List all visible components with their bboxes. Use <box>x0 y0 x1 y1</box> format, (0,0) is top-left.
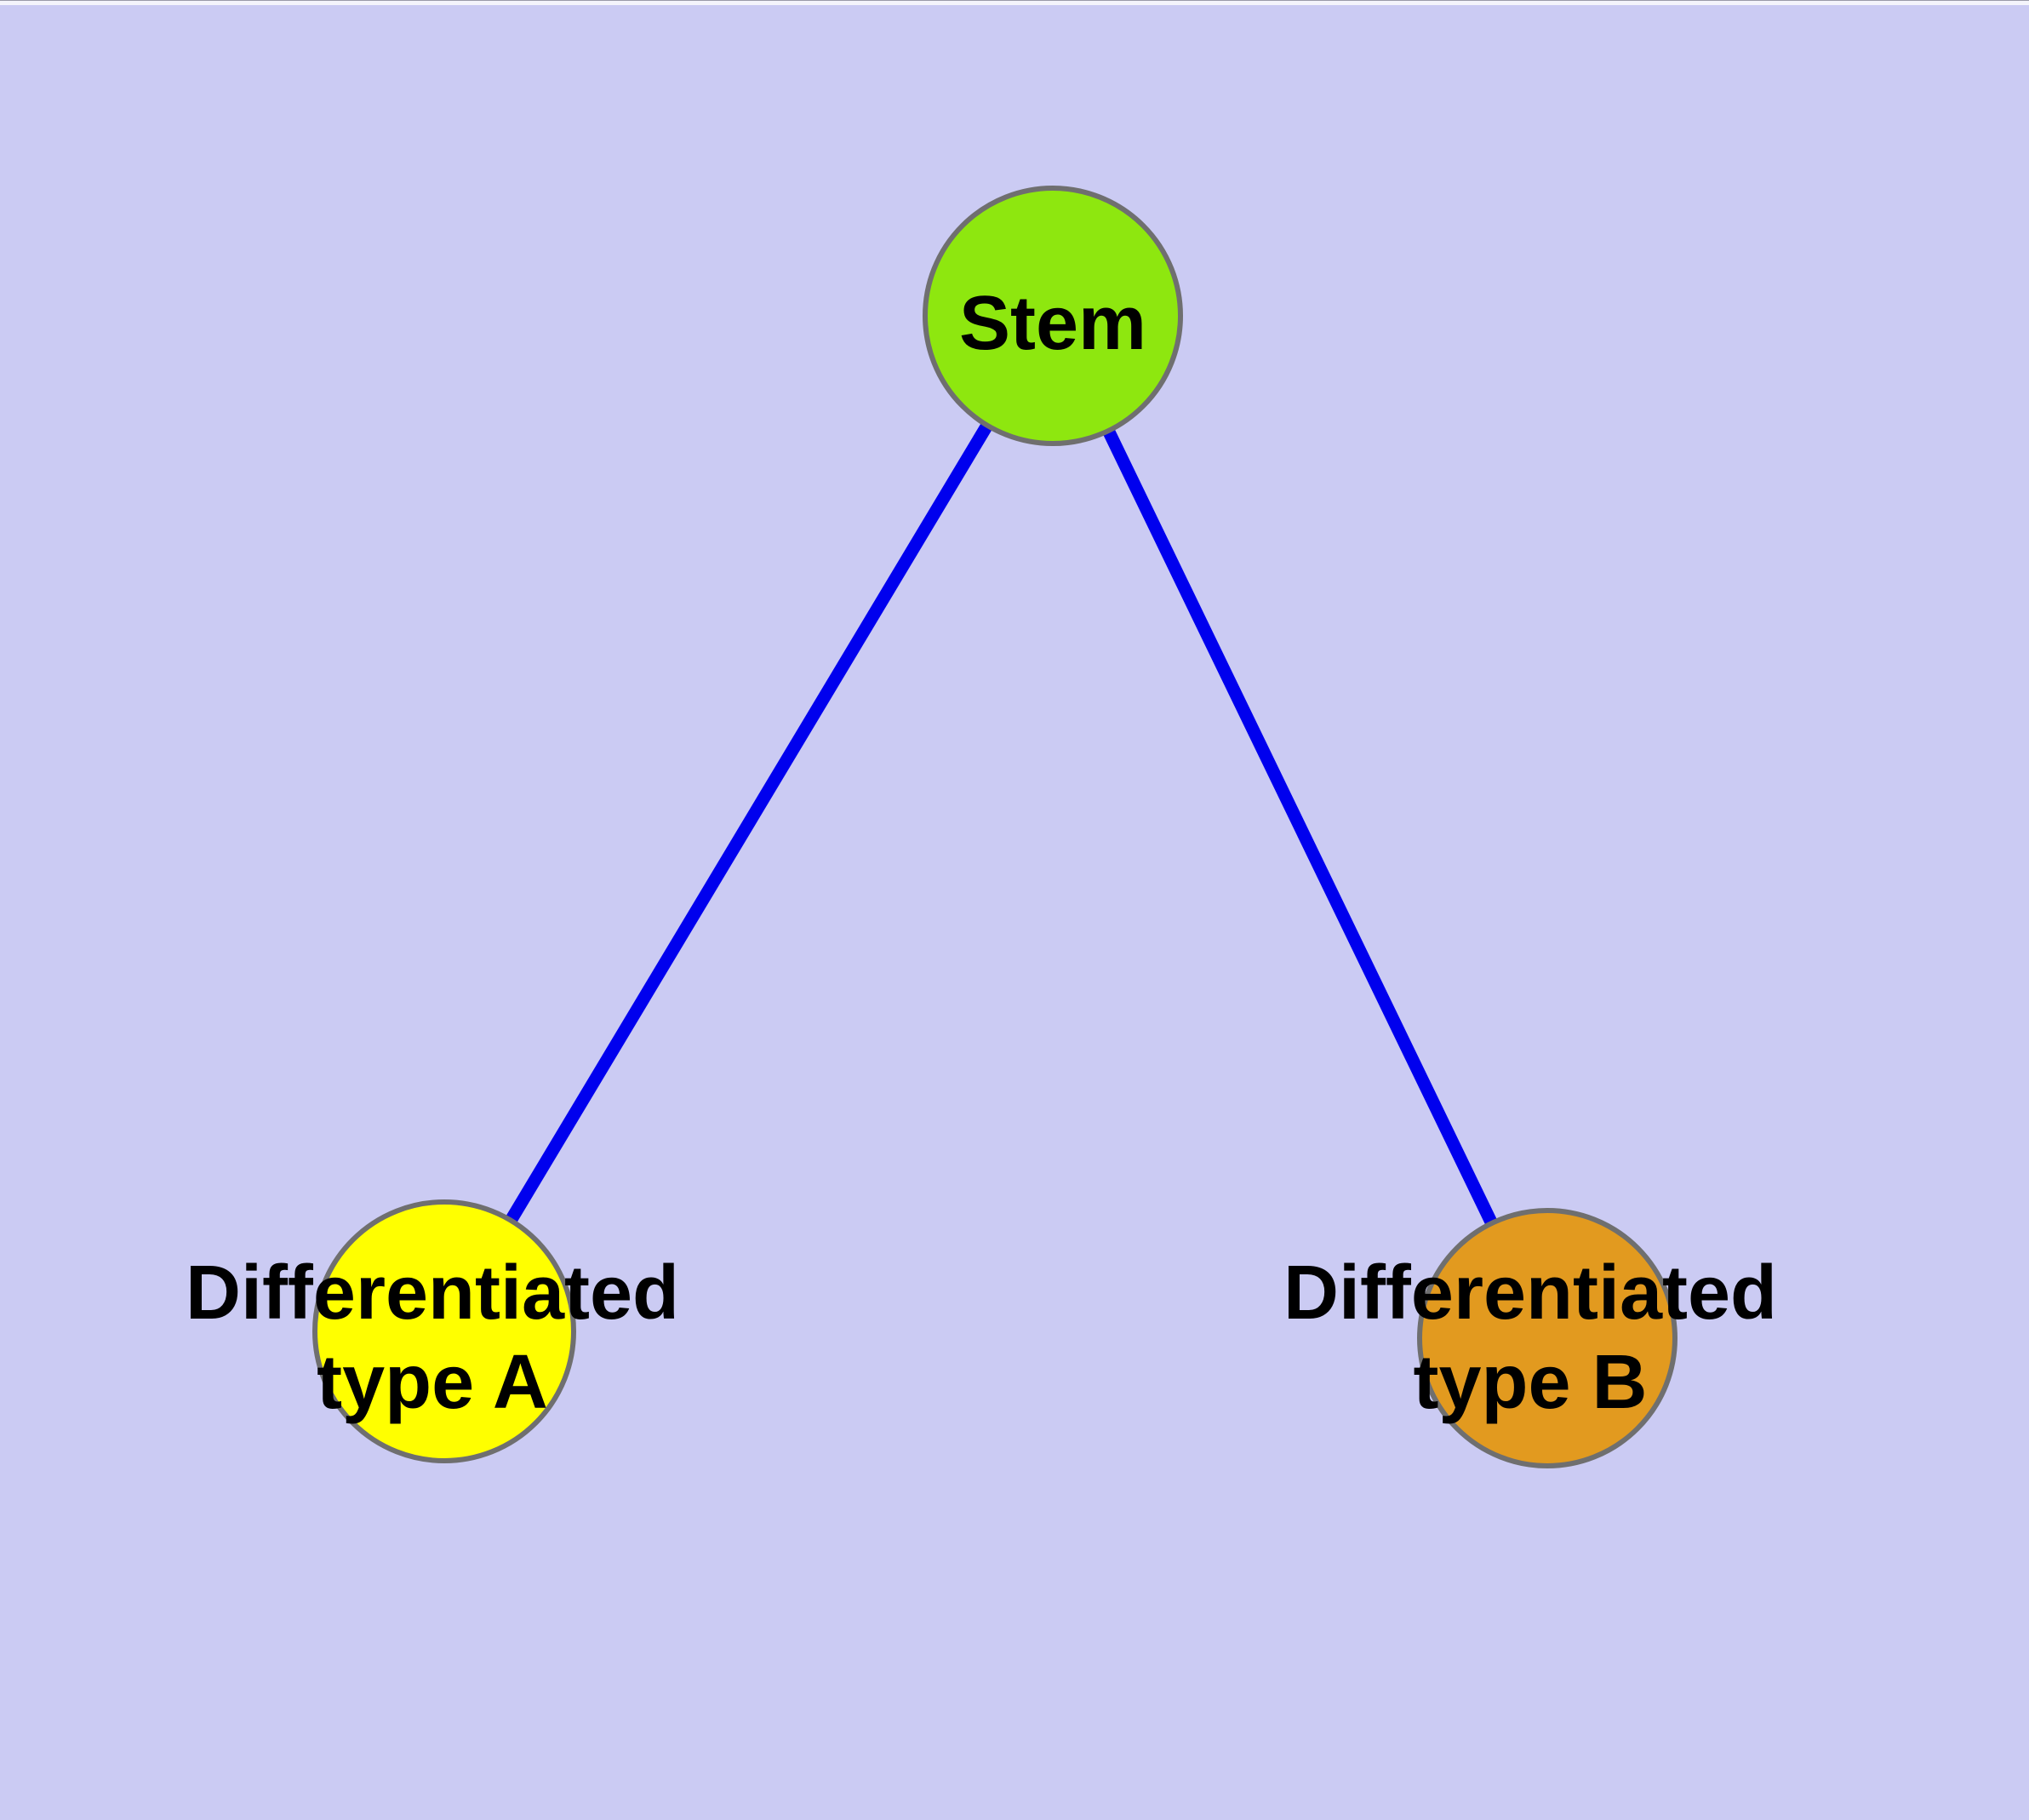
label-type-b-line2: type B <box>1413 1340 1647 1425</box>
window-top-edge <box>0 0 2029 5</box>
edge-stem-to-type-a <box>438 312 1059 1335</box>
label-stem: Stem <box>959 281 1146 366</box>
node-differentiated-type-b <box>1417 1208 1677 1468</box>
label-type-a-line2: type A <box>317 1340 548 1425</box>
node-differentiated-type-a <box>312 1199 576 1463</box>
edge-stem-to-type-b <box>1047 312 1553 1342</box>
label-type-b-line1: Differentiated <box>1283 1251 1777 1336</box>
node-stem <box>923 186 1183 446</box>
label-type-a-line1: Differentiated <box>186 1251 679 1336</box>
